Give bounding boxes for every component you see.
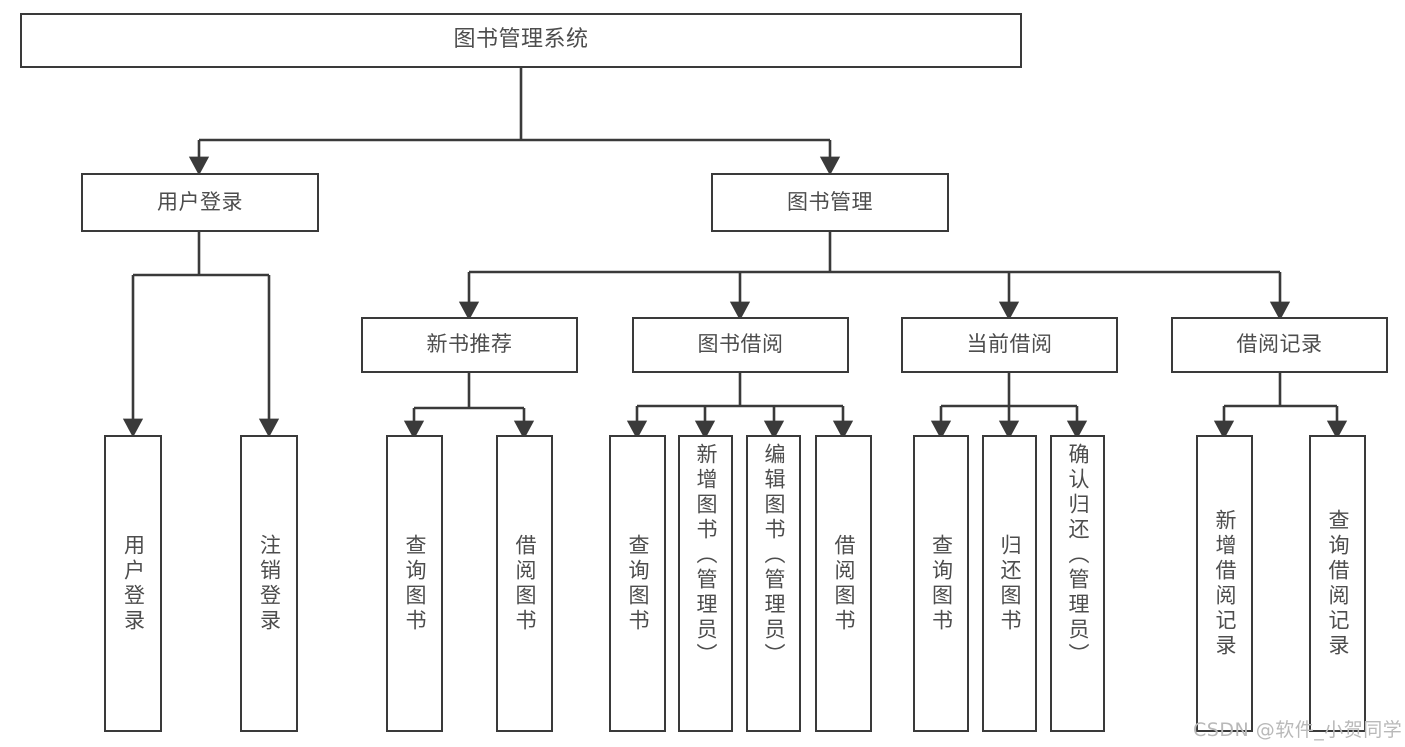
node-root-label: 图书管理系统	[453, 27, 589, 53]
node-leaf-borrow-book-2[interactable]: 借阅图书	[815, 435, 872, 732]
node-leaf-query-record-label: 查询借阅记录	[1326, 508, 1350, 659]
node-leaf-add-record[interactable]: 新增借阅记录	[1196, 435, 1253, 732]
node-leaf-confirm-return[interactable]: 确认归还（管理员）	[1050, 435, 1105, 732]
node-leaf-query-book-2[interactable]: 查询图书	[609, 435, 666, 732]
node-book-borrow-label: 图书借阅	[697, 332, 784, 357]
node-current-borrow-label: 当前借阅	[966, 332, 1053, 357]
node-leaf-add-book[interactable]: 新增图书（管理员）	[678, 435, 733, 732]
node-leaf-user-logout[interactable]: 注销登录	[240, 435, 298, 732]
node-leaf-borrow-book-2-label: 借阅图书	[832, 533, 856, 634]
node-borrow-record[interactable]: 借阅记录	[1171, 317, 1388, 373]
node-book-manage-label: 图书管理	[787, 189, 873, 214]
node-leaf-query-book-1[interactable]: 查询图书	[386, 435, 443, 732]
node-leaf-query-book-1-label: 查询图书	[403, 533, 427, 634]
node-new-book-recommend[interactable]: 新书推荐	[361, 317, 578, 373]
csdn-watermark: CSDN @软件_小贺同学	[1193, 719, 1403, 741]
node-book-borrow[interactable]: 图书借阅	[632, 317, 849, 373]
node-user-login[interactable]: 用户登录	[81, 173, 319, 232]
node-leaf-return-book-label: 归还图书	[998, 533, 1022, 634]
node-leaf-borrow-book-1[interactable]: 借阅图书	[496, 435, 553, 732]
node-leaf-query-book-3[interactable]: 查询图书	[913, 435, 969, 732]
node-leaf-borrow-book-1-label: 借阅图书	[513, 533, 537, 634]
node-leaf-query-book-2-label: 查询图书	[626, 533, 650, 634]
node-current-borrow[interactable]: 当前借阅	[901, 317, 1118, 373]
node-book-manage[interactable]: 图书管理	[711, 173, 949, 232]
node-leaf-add-book-label: 新增图书（管理员）	[694, 443, 718, 668]
node-leaf-query-book-3-label: 查询图书	[929, 533, 954, 634]
node-leaf-user-login[interactable]: 用户登录	[104, 435, 162, 732]
node-new-book-recommend-label: 新书推荐	[426, 332, 513, 357]
node-leaf-query-record[interactable]: 查询借阅记录	[1309, 435, 1366, 732]
node-leaf-edit-book-label: 编辑图书（管理员）	[762, 443, 786, 668]
node-leaf-add-record-label: 新增借阅记录	[1213, 508, 1237, 659]
node-user-login-label: 用户登录	[157, 189, 243, 214]
node-leaf-user-logout-label: 注销登录	[257, 533, 282, 634]
node-leaf-edit-book[interactable]: 编辑图书（管理员）	[746, 435, 801, 732]
node-leaf-user-login-label: 用户登录	[121, 533, 146, 634]
node-root[interactable]: 图书管理系统	[20, 13, 1022, 68]
node-leaf-confirm-return-label: 确认归还（管理员）	[1066, 443, 1090, 668]
node-leaf-return-book[interactable]: 归还图书	[982, 435, 1037, 732]
node-borrow-record-label: 借阅记录	[1236, 332, 1323, 357]
